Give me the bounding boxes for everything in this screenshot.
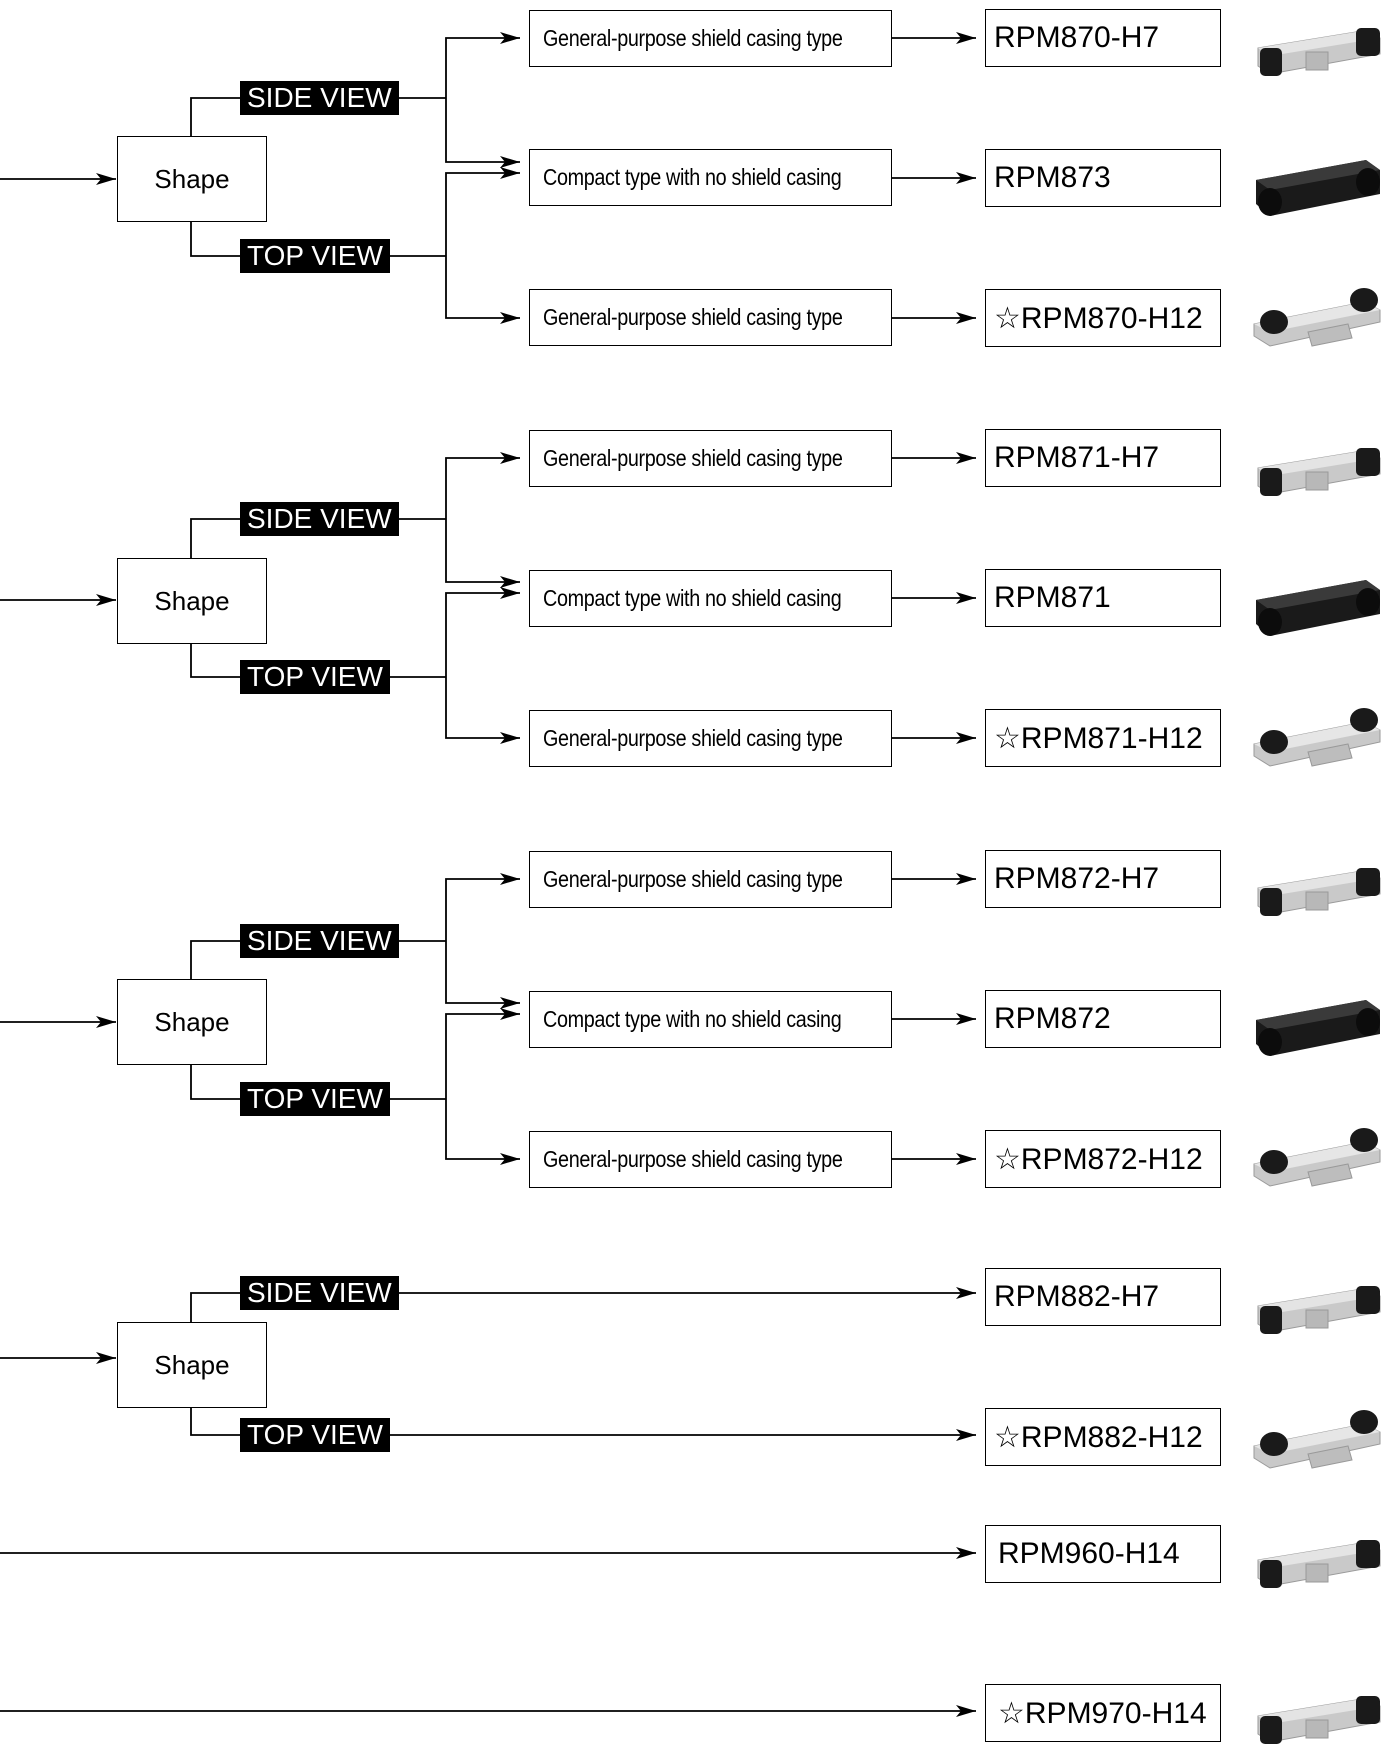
- type-box-group-2-a: General-purpose shield casing type: [529, 430, 892, 487]
- model-box-group-2-b: RPM871: [985, 569, 1221, 627]
- side-view-label-group-4: SIDE VIEW: [240, 1276, 399, 1310]
- shape-box-group-3: Shape: [117, 979, 267, 1065]
- shielded-sensor-side-icon: [1248, 848, 1384, 924]
- side-view-label-group-3: SIDE VIEW: [240, 924, 399, 958]
- connector-arrow: [446, 879, 520, 941]
- top-view-label-group-1: TOP VIEW: [240, 239, 390, 273]
- shielded-sensor-side-icon: [1248, 1676, 1384, 1752]
- shielded-sensor-side-icon: [1248, 428, 1384, 504]
- type-box-group-2-b: Compact type with no shield casing: [529, 570, 892, 627]
- connector-arrow: [446, 38, 520, 98]
- top-view-label-group-4: TOP VIEW: [240, 1418, 390, 1452]
- model-box-group-1-a: RPM870-H7: [985, 9, 1221, 67]
- model-box-group-4-a: RPM882-H7: [985, 1268, 1221, 1326]
- type-box-group-3-b: Compact type with no shield casing: [529, 991, 892, 1048]
- side-view-label-group-2: SIDE VIEW: [240, 502, 399, 536]
- type-box-group-1-c: General-purpose shield casing type: [529, 289, 892, 346]
- shielded-sensor-side-icon: [1248, 1266, 1384, 1342]
- compact-black-sensor-icon: [1248, 986, 1384, 1062]
- shielded-sensor-side-icon: [1248, 8, 1384, 84]
- type-box-group-3-a: General-purpose shield casing type: [529, 851, 892, 908]
- model-box-group-2-c: ☆RPM871-H12: [985, 709, 1221, 767]
- model-box-group-3-b: RPM872: [985, 990, 1221, 1048]
- type-box-group-1-b: Compact type with no shield casing: [529, 149, 892, 206]
- compact-black-sensor-icon: [1248, 566, 1384, 642]
- model-box-group-2-a: RPM871-H7: [985, 429, 1221, 487]
- top-view-label-group-2: TOP VIEW: [240, 660, 390, 694]
- shape-box-group-1: Shape: [117, 136, 267, 222]
- connector-arrow: [446, 941, 520, 1003]
- type-box-group-1-a: General-purpose shield casing type: [529, 10, 892, 67]
- shielded-sensor-top-icon: [1248, 1120, 1384, 1196]
- shielded-sensor-top-icon: [1248, 1402, 1384, 1478]
- connector-arrow: [446, 173, 520, 256]
- shape-box-group-2: Shape: [117, 558, 267, 644]
- type-box-group-3-c: General-purpose shield casing type: [529, 1131, 892, 1188]
- type-box-group-2-c: General-purpose shield casing type: [529, 710, 892, 767]
- shielded-sensor-top-icon: [1248, 700, 1384, 776]
- model-box-group-1-b: RPM873: [985, 149, 1221, 207]
- connector-arrow: [446, 1014, 520, 1099]
- shielded-sensor-top-icon: [1248, 280, 1384, 356]
- model-box-group-4-b: ☆RPM882-H12: [985, 1408, 1221, 1466]
- shielded-sensor-side-icon: [1248, 1520, 1384, 1596]
- connector-arrow: [446, 677, 520, 738]
- side-view-label-group-1: SIDE VIEW: [240, 81, 399, 115]
- connector-arrow: [446, 458, 520, 519]
- model-box-direct-1: RPM960-H14: [985, 1525, 1221, 1583]
- connector-arrow: [446, 593, 520, 677]
- connector-arrow: [446, 98, 520, 162]
- model-box-group-3-a: RPM872-H7: [985, 850, 1221, 908]
- model-box-group-3-c: ☆RPM872-H12: [985, 1130, 1221, 1188]
- model-box-direct-2: ☆RPM970-H14: [985, 1684, 1221, 1742]
- shape-box-group-4: Shape: [117, 1322, 267, 1408]
- connector-arrow: [446, 519, 520, 582]
- compact-black-sensor-icon: [1248, 146, 1384, 222]
- top-view-label-group-3: TOP VIEW: [240, 1082, 390, 1116]
- connector-arrow: [446, 256, 520, 318]
- connector-arrow: [446, 1099, 520, 1159]
- model-box-group-1-c: ☆RPM870-H12: [985, 289, 1221, 347]
